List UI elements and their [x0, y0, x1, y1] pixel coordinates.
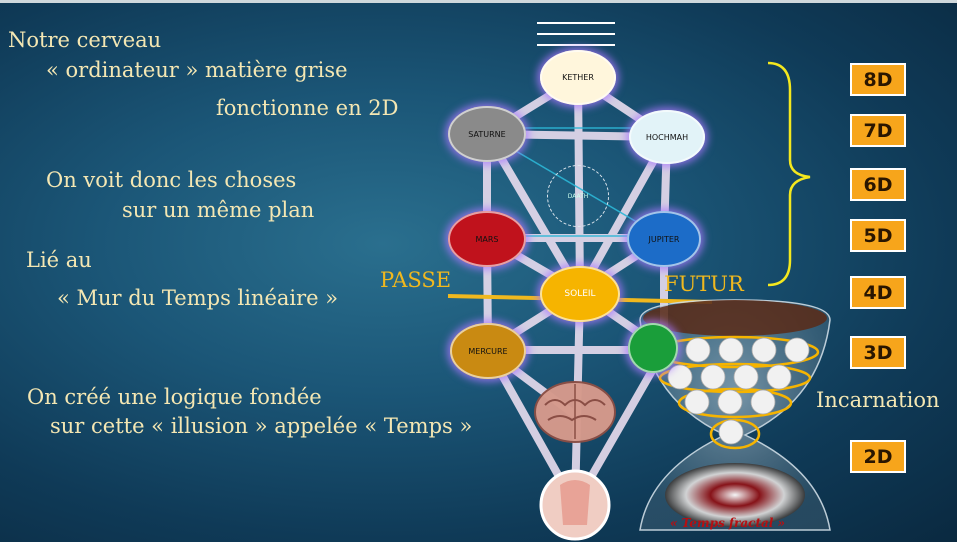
- hourglass-icon: [639, 299, 831, 531]
- node-jupiter: JUPITER: [627, 211, 701, 267]
- dimension-7d: 7D: [850, 114, 906, 147]
- dimension-2d: 2D: [850, 440, 906, 473]
- separator-line: [537, 44, 615, 46]
- node-saturne: SATURNE: [448, 106, 526, 162]
- node-venus: [628, 323, 678, 373]
- label-fractal-time: « Temps fractal »: [670, 516, 786, 530]
- node-soleil: SOLEIL: [540, 266, 620, 322]
- text-line-4: On voit donc les choses: [46, 168, 297, 192]
- label-future: FUTUR: [664, 272, 744, 296]
- text-line-5: sur un même plan: [122, 198, 315, 222]
- node-mars: MARS: [448, 211, 526, 267]
- text-line-2: « ordinateur » matière grise: [46, 58, 348, 82]
- label-incarnation: Incarnation: [816, 388, 940, 412]
- dimension-3d: 3D: [850, 336, 906, 369]
- text-line-9: sur cette « illusion » appelée « Temps »: [50, 414, 473, 438]
- text-line-1: Notre cerveau: [8, 28, 162, 52]
- dimension-6d: 6D: [850, 168, 906, 201]
- text-line-8: On créé une logique fondée: [27, 385, 322, 409]
- dimension-8d: 8D: [850, 63, 906, 96]
- text-line-6: Lié au: [26, 248, 92, 272]
- dimension-bracket: [767, 61, 811, 287]
- node-daath: DAATH: [547, 165, 609, 227]
- body-illustration: [539, 469, 611, 541]
- text-line-7: « Mur du Temps linéaire »: [57, 286, 339, 310]
- node-kether: KETHER: [540, 50, 616, 105]
- separator-line: [537, 22, 615, 24]
- dimension-5d: 5D: [850, 219, 906, 252]
- dimension-4d: 4D: [850, 276, 906, 309]
- separator-line: [537, 33, 615, 35]
- brain-illustration: [534, 381, 616, 443]
- label-past: PASSE: [380, 268, 452, 292]
- top-border: [0, 0, 957, 3]
- node-hochmah: HOCHMAH: [629, 110, 705, 164]
- text-line-3: fonctionne en 2D: [216, 96, 399, 120]
- node-mercure: MERCURE: [450, 323, 526, 379]
